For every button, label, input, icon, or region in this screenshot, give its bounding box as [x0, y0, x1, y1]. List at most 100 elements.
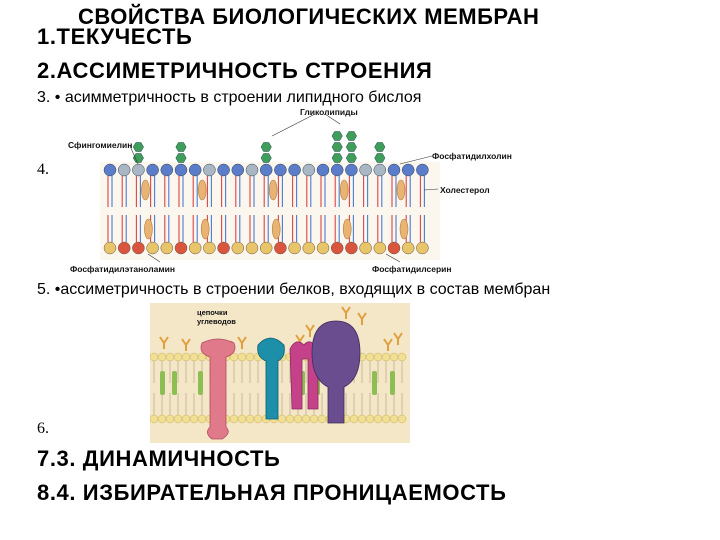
cholesterol [399, 218, 409, 240]
lipid-head [117, 241, 131, 255]
cholesterol [268, 179, 278, 201]
glycolipid-sugar [345, 142, 357, 152]
lipid-head [189, 352, 199, 362]
glycolipid-sugar [331, 131, 343, 141]
lipid-head [401, 163, 415, 177]
lipid-head [317, 414, 327, 424]
leader-line [324, 113, 341, 125]
glycolipid-sugar [175, 142, 187, 152]
lipid-head [203, 163, 216, 177]
lipid-head [253, 414, 263, 424]
lipid-head [173, 414, 183, 424]
lipid-head [373, 352, 383, 362]
lipid-head [217, 241, 230, 255]
carbohydrate-chain [357, 312, 367, 325]
carbohydrate-chain [341, 306, 351, 319]
lipid-head [349, 414, 359, 424]
lipid-head [359, 163, 372, 177]
lipid-head [309, 414, 319, 424]
glycolipid-sugar [331, 142, 343, 152]
lipid-head [132, 163, 145, 177]
lipid-head [245, 241, 259, 255]
lipid-head [285, 414, 295, 424]
lipid-head [197, 414, 207, 424]
lipid-head [150, 352, 159, 362]
lipid-head [146, 163, 159, 177]
lipid-head [181, 414, 191, 424]
lipid-head [188, 163, 202, 177]
cholesterol [339, 179, 349, 201]
lipid-head [150, 414, 159, 424]
lipid-head [173, 352, 183, 362]
lipid-head [288, 163, 301, 177]
lipid-head [203, 241, 216, 255]
cholesterol [144, 218, 153, 240]
lipid-head [416, 241, 429, 255]
lipid-head [174, 163, 188, 177]
lipid-head [277, 414, 287, 424]
carbohydrate-chain [305, 324, 315, 337]
label-cholesterol: Холестерол [440, 185, 490, 195]
lipid-head [365, 352, 375, 362]
lipid-head [293, 414, 303, 424]
lipid-head [103, 241, 117, 255]
cholesterol [271, 218, 281, 240]
item-asymmetry: 2.АССИМЕТРИЧНОСТЬ СТРОЕНИЯ [37, 58, 433, 83]
lipid-head [381, 352, 391, 362]
leader-line [399, 155, 433, 165]
carbohydrate-chain [159, 336, 169, 349]
lipid-head [302, 163, 316, 177]
item-dynamism: 7.3. ДИНАМИЧНОСТЬ [37, 446, 281, 471]
glycolipid-sugar [132, 142, 144, 152]
slide-title: СВОЙСТВА БИОЛОГИЧЕСКИХ МЕМБРАН [78, 4, 540, 29]
lipid-head [245, 352, 255, 362]
lipid-head [237, 352, 247, 362]
leader-line [271, 113, 316, 137]
lipid-head [302, 241, 316, 255]
lipid-head [365, 414, 375, 424]
protein-pink [200, 338, 236, 440]
lipid-head [132, 241, 145, 255]
item-lipid-asymmetry: 3. • асимметричность в строении липидног… [37, 89, 422, 106]
label-glycolipids: Гликолипиды [300, 107, 358, 117]
leader-line [129, 145, 139, 165]
item-fluidity: 1.ТЕКУЧЕСТЬ [37, 24, 193, 49]
lipid-head [157, 414, 167, 424]
lipid-head [274, 163, 287, 177]
cholesterol [141, 179, 150, 201]
cholesterol [197, 179, 207, 201]
lipid-head [217, 163, 230, 177]
label-phosphatidylserine: Фосфатидилсерин [372, 264, 452, 274]
lipid-head [259, 163, 273, 177]
lipid-head [387, 163, 401, 177]
item-4: 4. [37, 161, 49, 178]
lipid-head [389, 352, 399, 362]
lipid-head [237, 414, 247, 424]
lipid-head [373, 241, 387, 255]
item-6: 6. [37, 420, 49, 437]
cholesterol-rod [390, 371, 395, 395]
protein-magenta [289, 341, 319, 410]
cholesterol [342, 218, 352, 240]
lipid-head [389, 414, 399, 424]
lipid-bilayer-diagram [100, 113, 440, 263]
leader-line [385, 253, 401, 263]
glycolipid-sugar [345, 131, 357, 141]
lipid-head [117, 163, 131, 177]
lipid-head [103, 163, 117, 177]
lipid-head [416, 163, 429, 177]
lipid-head [174, 241, 188, 255]
cholesterol [200, 218, 210, 240]
glycolipid-sugar [175, 153, 187, 163]
lipid-head [373, 163, 387, 177]
protein-violet [311, 320, 361, 424]
leader-line [423, 188, 439, 191]
item-permeability: 8.4. ИЗБИРАТЕЛЬНАЯ ПРОНИЦАЕМОСТЬ [37, 480, 507, 505]
label-phosphatidylethanolamine: Фосфатидилэтаноламин [70, 264, 175, 274]
lipid-head [397, 352, 407, 362]
lipid-head [301, 414, 311, 424]
protein-teal [257, 337, 285, 420]
lipid-head [189, 414, 199, 424]
lipid-head [381, 414, 391, 424]
carbohydrate-chain [181, 338, 191, 351]
